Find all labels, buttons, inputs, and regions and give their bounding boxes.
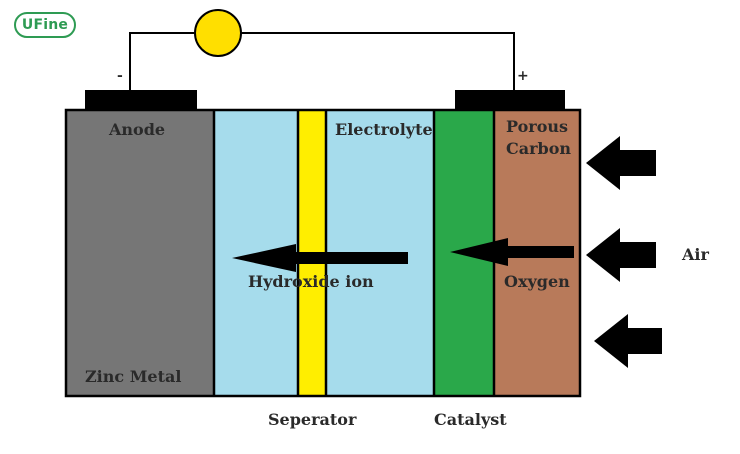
- zinc-metal-label: Zinc Metal: [85, 367, 182, 386]
- hydroxide-ion-label: Hydroxide ion: [248, 272, 374, 291]
- oxygen-label: Oxygen: [504, 272, 570, 291]
- anode-label: Anode: [109, 120, 166, 139]
- air-label: Air: [682, 245, 709, 264]
- ufine-logo: UFine: [14, 12, 76, 38]
- circuit-wire: [129, 32, 515, 92]
- anode-region: [66, 110, 214, 396]
- air-arrow-middle: [586, 228, 656, 282]
- positive-terminal: [455, 90, 565, 110]
- separator-label: Seperator: [268, 410, 357, 429]
- oxygen-arrow: [450, 238, 574, 266]
- carbon-label: Carbon: [506, 139, 572, 158]
- hydroxide-arrow: [232, 244, 408, 272]
- negative-sign: -: [117, 68, 123, 84]
- load-bulb: [194, 9, 242, 57]
- air-arrow-bottom: [594, 314, 662, 368]
- positive-sign: +: [517, 68, 529, 84]
- electrolyte-label: Electrolyte: [335, 120, 433, 139]
- logo-text: UFine: [21, 17, 69, 33]
- cell-outline: [64, 108, 582, 398]
- air-arrow-top: [586, 136, 656, 190]
- catalyst-label: Catalyst: [434, 410, 507, 429]
- porous-label: Porous: [506, 117, 569, 136]
- negative-terminal: [85, 90, 197, 110]
